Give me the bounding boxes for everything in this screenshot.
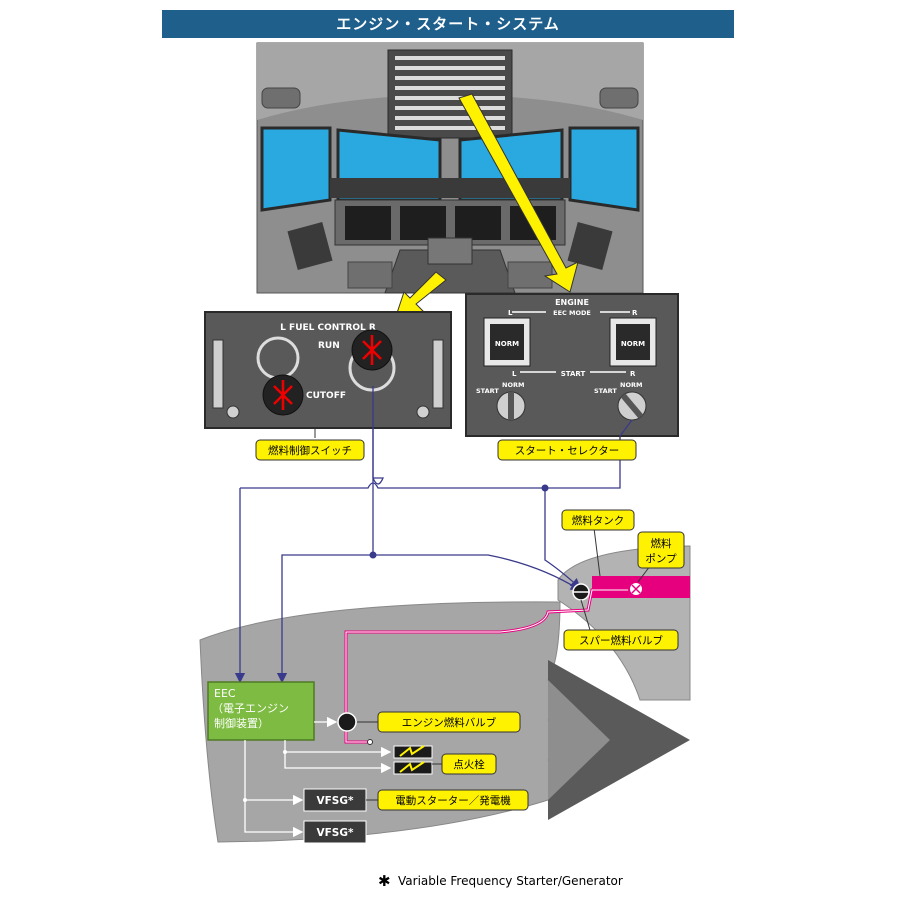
engine-fuel-valve-label: エンジン燃料バルブ <box>402 716 497 729</box>
eec-box <box>207 681 315 741</box>
control-wiring <box>234 386 633 684</box>
eec-label-1: EEC <box>214 687 236 700</box>
footnote-mark: ✱ <box>378 872 391 890</box>
fuel-tank-label: 燃料タンク <box>572 514 625 527</box>
eec-label-2: （電子エンジン <box>212 702 289 715</box>
start-row-label: START <box>561 370 586 378</box>
start-left-label: L <box>512 370 517 378</box>
right-norm-button-label: NORM <box>621 340 645 348</box>
left-start-selector[interactable] <box>508 392 514 420</box>
eec-mode-right-label: R <box>632 309 638 317</box>
igniter-icon <box>393 745 433 775</box>
fuel-pump-label-2: ポンプ <box>645 553 677 565</box>
right-norm-position: NORM <box>620 381 642 389</box>
fuel-switch-callout <box>255 439 365 461</box>
engine-start-panel: ENGINE EEC MODE L R NORM NORM START L R … <box>465 293 679 437</box>
wiring-junction-start <box>541 484 549 492</box>
starter-generator-callout <box>377 789 529 811</box>
fuel-control-title: L FUEL CONTROL R <box>280 323 376 333</box>
right-start-position: START <box>594 387 617 395</box>
engine-fuel-valve-icon <box>337 712 357 732</box>
wiring-junction-fuel <box>369 551 377 559</box>
pointer-arrow-to-engine-panel <box>458 93 579 293</box>
fuel-pump-callout <box>637 531 685 569</box>
fuel-pump-label-1: 燃料 <box>651 537 672 550</box>
vfsg-label-2: VFSG* <box>317 827 354 839</box>
igniter-callout <box>441 753 497 775</box>
start-selector-callout <box>497 439 637 461</box>
left-start-position: START <box>476 387 499 395</box>
fuel-control-run: RUN <box>318 341 340 351</box>
cockpit-illustration <box>256 42 644 294</box>
left-norm-button-label: NORM <box>495 340 519 348</box>
fuel-tank-callout <box>561 509 635 531</box>
left-norm-position: NORM <box>502 381 524 389</box>
fuel-control-panel: L FUEL CONTROL R RUN CUTOFF <box>204 311 452 429</box>
fuel-control-cutoff: CUTOFF <box>306 391 346 401</box>
spar-valve-callout <box>563 629 679 651</box>
igniter-label: 点火栓 <box>453 758 485 771</box>
fuel-switch-callout-text: 燃料制御スイッチ <box>268 444 352 457</box>
eec-mode-left-label: L <box>508 309 513 317</box>
left-eec-norm-button[interactable] <box>490 324 524 360</box>
spar-valve-label: スパー燃料バルブ <box>579 634 663 647</box>
page-title: エンジン・スタート・システム <box>162 10 734 38</box>
vfsg-label-1: VFSG* <box>317 795 354 807</box>
engine-fuel-valve-callout <box>377 711 521 733</box>
eec-label-3: 制御装置） <box>214 716 269 730</box>
right-eec-norm-button[interactable] <box>616 324 650 360</box>
engine-panel-title: ENGINE <box>555 298 589 307</box>
footnote-text: Variable Frequency Starter/Generator <box>398 874 623 888</box>
eec-mode-label: EEC MODE <box>553 309 591 317</box>
right-start-selector[interactable] <box>620 393 644 419</box>
start-selector-callout-text: スタート・セレクター <box>515 445 620 457</box>
start-right-label: R <box>630 370 636 378</box>
starter-generator-label: 電動スターター／発電機 <box>395 794 511 807</box>
vfsg-box-2 <box>303 820 367 844</box>
